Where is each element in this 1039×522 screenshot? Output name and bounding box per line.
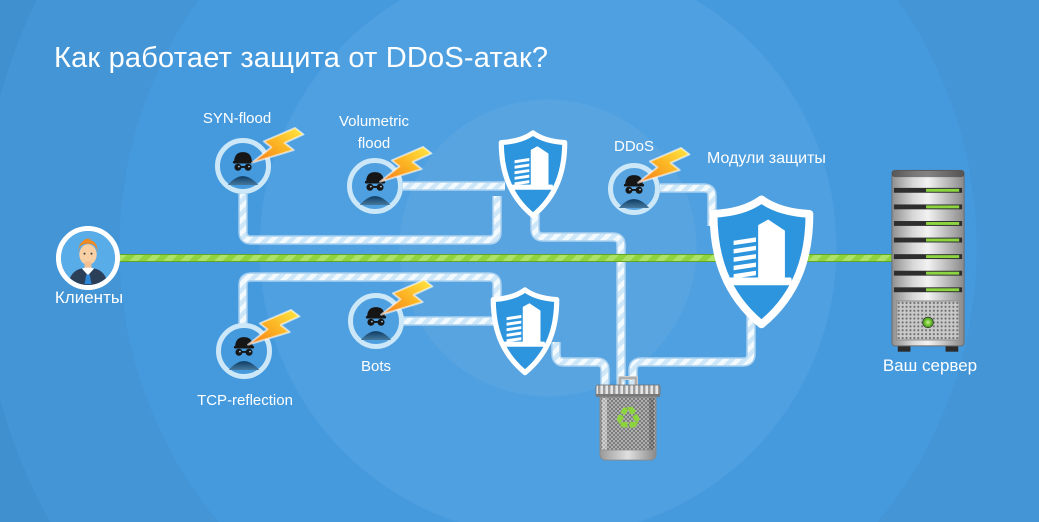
attack-pipes — [239, 182, 755, 390]
attacker-node-bots — [348, 293, 404, 349]
shield-icon-top — [496, 130, 570, 220]
attacker-label-bots: Bots — [360, 358, 391, 375]
pipe-tcp-reflection — [239, 273, 501, 324]
server-tower-icon — [889, 168, 967, 354]
attacker-node-volumetric-flood — [347, 158, 403, 214]
page-title: Как работает защита от DDoS-атак? — [54, 42, 549, 74]
shield-icon-main — [705, 195, 818, 331]
pipe-shield-bottom-to-bin — [552, 342, 609, 390]
attacker-label-ddos: DDoS — [613, 138, 654, 155]
attacker-node-ddos — [608, 163, 660, 215]
attacker-label-tcp-reflection: TCP-reflection — [197, 392, 293, 409]
pipe-big-shield-to-bin — [629, 316, 755, 390]
recycle-icon: ♻ — [614, 401, 642, 437]
attacker-node-syn-flood — [215, 138, 271, 194]
pipe-syn-flood — [239, 194, 501, 244]
protection-modules-label: Модули защиты — [707, 150, 826, 167]
shield-icon-bottom — [488, 287, 562, 377]
clients-avatar — [56, 226, 120, 290]
attacker-label-syn-flood: SYN-flood — [202, 110, 272, 127]
attacker-label-volumetric-flood: Volumetric flood — [338, 113, 410, 152]
pipe-ddos — [660, 184, 716, 226]
client-person-icon — [61, 231, 115, 285]
attacker-node-tcp-reflection — [216, 323, 272, 379]
server-label: Ваш сервер — [882, 356, 978, 375]
pipe-shield-top-to-bin — [531, 214, 625, 390]
clients-label: Клиенты — [54, 288, 124, 307]
